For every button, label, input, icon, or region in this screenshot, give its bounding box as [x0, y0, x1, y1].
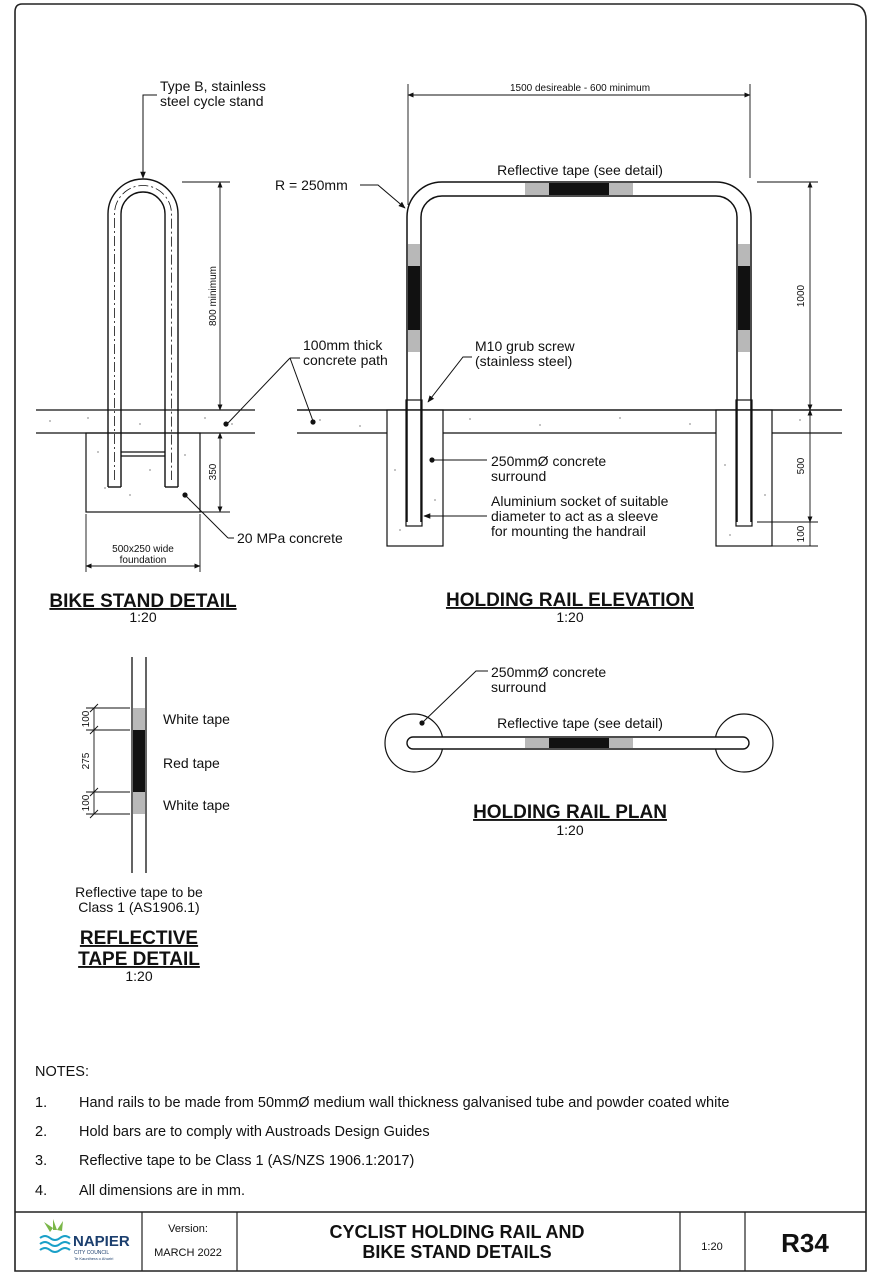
callout-socket-line2: diameter to act as a sleeve	[491, 508, 659, 524]
note-4-num: 4.	[35, 1183, 47, 1199]
bike-stand-detail: Type B, stainless steel cycle stand 800 …	[36, 78, 388, 625]
plan-tape: Reflective tape (see detail)	[497, 715, 663, 731]
left-footing	[386, 409, 444, 547]
logo-name: NAPIER	[73, 1233, 130, 1250]
notes-heading: NOTES:	[35, 1064, 89, 1080]
dim-tape-red: 275	[81, 752, 92, 769]
logo-sub: CITY COUNCIL	[74, 1250, 109, 1256]
dim-stand-depth	[200, 432, 230, 513]
callout-screw-line2: (stainless steel)	[475, 353, 572, 369]
cycle-stand-inner	[120, 191, 166, 487]
cycle-stand-outer	[107, 178, 179, 487]
callout-socket-line3: for mounting the handrail	[491, 523, 646, 539]
tape-title-line2: TAPE DETAIL	[78, 949, 200, 970]
callout-radius: R = 250mm	[275, 177, 348, 193]
stand-foundation	[85, 432, 201, 513]
dim-rail-embed-label: 500	[796, 457, 807, 474]
tape-note-line1: Reflective tape to be	[75, 884, 203, 900]
bike-stand-scale: 1:20	[129, 609, 156, 625]
notes: NOTES: 1. Hand rails to be made from 50m…	[35, 1064, 729, 1199]
tape-scale: 1:20	[125, 968, 152, 984]
dim-tape	[86, 703, 130, 819]
dim-foundation-line1: 500x250 wide	[112, 544, 174, 555]
title-block-scale: 1:20	[701, 1241, 722, 1253]
sheet-number: R34	[781, 1228, 829, 1258]
tape-white-bottom	[133, 792, 145, 814]
dim-rail-span-label: 1500 desireable - 600 minimum	[510, 83, 650, 94]
rail-plan-title: HOLDING RAIL PLAN	[473, 802, 667, 823]
dim-tape-white-top: 100	[81, 710, 92, 727]
logo-tagline: Te Kaunihera o Ahuriri	[74, 1256, 113, 1261]
dim-rail-base-label: 100	[796, 525, 807, 542]
label-white-bottom: White tape	[163, 797, 230, 813]
rail-inner	[420, 195, 738, 522]
tape-white-top	[133, 708, 145, 730]
bike-stand-title: BIKE STAND DETAIL	[49, 591, 237, 612]
concrete-path-left	[36, 409, 255, 434]
plan-surround-line1: 250mmØ concrete	[491, 664, 606, 680]
dim-foundation	[85, 514, 201, 572]
tape-red	[133, 730, 145, 792]
plan-surround-line2: surround	[491, 679, 546, 695]
drawing-title-line1: CYCLIST HOLDING RAIL AND	[330, 1222, 585, 1242]
callout-socket-line1: Aluminium socket of suitable	[491, 493, 669, 509]
sheet-border	[14, 3, 867, 1272]
dim-stand-height-label: 800 minimum	[208, 266, 219, 326]
callout-path-line1: 100mm thick	[303, 337, 383, 353]
label-white-top: White tape	[163, 711, 230, 727]
note-2-text: Hold bars are to comply with Austroads D…	[79, 1124, 430, 1140]
title-block: NAPIER CITY COUNCIL Te Kaunihera o Ahuri…	[15, 1211, 866, 1271]
callout-stand-line2: steel cycle stand	[160, 93, 264, 109]
callout-surround-line2: surround	[491, 468, 546, 484]
callout-screw-line1: M10 grub screw	[475, 338, 575, 354]
note-3-text: Reflective tape to be Class 1 (AS/NZS 19…	[79, 1153, 414, 1169]
callout-surround-line1: 250mmØ concrete	[491, 453, 606, 469]
dim-foundation-line2: foundation	[120, 555, 167, 566]
rail-plan-scale: 1:20	[556, 822, 583, 838]
callout-concrete: 20 MPa concrete	[237, 530, 343, 546]
rail-outer	[406, 181, 752, 522]
label-red: Red tape	[163, 755, 220, 771]
callout-stand-line1: Type B, stainless	[160, 78, 266, 94]
tape-note-line2: Class 1 (AS1906.1)	[78, 899, 199, 915]
dim-stand-depth-label: 350	[208, 463, 219, 480]
rail-reflective-tape	[408, 183, 750, 352]
callout-elev-tape: Reflective tape (see detail)	[497, 162, 663, 178]
callout-path-line2: concrete path	[303, 352, 388, 368]
note-1-text: Hand rails to be made from 50mmØ medium …	[79, 1095, 729, 1111]
note-4-text: All dimensions are in mm.	[79, 1183, 245, 1199]
tape-title-line1: REFLECTIVE	[80, 928, 198, 949]
holding-rail-elevation: 1500 desireable - 600 minimum Reflective…	[275, 83, 842, 625]
drawing-title-line2: BIKE STAND DETAILS	[362, 1242, 551, 1262]
version-label: Version:	[168, 1223, 208, 1235]
dim-rail-heights	[757, 181, 818, 547]
rail-elevation-title: HOLDING RAIL ELEVATION	[446, 590, 694, 611]
holding-rail-plan: 250mmØ concrete surround Reflective tape…	[384, 664, 774, 838]
dim-tape-white-bottom: 100	[81, 794, 92, 811]
reflective-tape-detail: 100 275 100 White tape Red tape White ta…	[75, 657, 230, 984]
right-footing	[715, 409, 773, 547]
dim-rail-span	[407, 84, 751, 205]
cycle-stand-centreline	[114, 185, 172, 480]
note-2-num: 2.	[35, 1124, 47, 1140]
rail-elevation-scale: 1:20	[556, 609, 583, 625]
version-value: MARCH 2022	[154, 1247, 222, 1259]
concrete-speckle	[49, 417, 233, 501]
left-socket	[405, 399, 423, 527]
right-socket	[735, 399, 753, 527]
note-1-num: 1.	[35, 1095, 47, 1111]
note-3-num: 3.	[35, 1153, 47, 1169]
dim-stand-height	[182, 181, 230, 411]
napier-logo: NAPIER CITY COUNCIL Te Kaunihera o Ahuri…	[39, 1219, 130, 1261]
dim-rail-height-label: 1000	[796, 284, 807, 307]
